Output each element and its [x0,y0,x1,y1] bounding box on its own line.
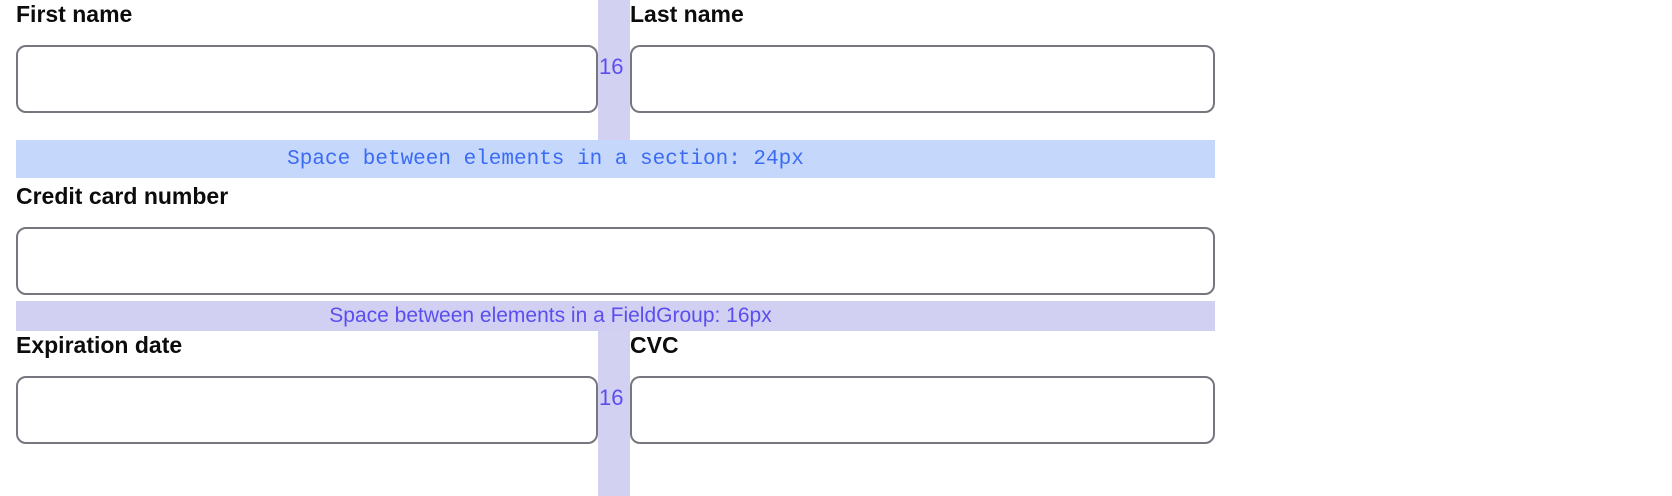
name-row-gap-value: 16 [599,54,624,79]
credit-card-number-field: Credit card number [0,182,1215,295]
first-name-label: First name [16,1,133,27]
last-name-input[interactable] [630,45,1215,113]
last-name-label: Last name [630,1,744,27]
expiration-date-input[interactable] [16,376,598,444]
section-spacing-annotation: Space between elements in a section: 24p… [16,140,1215,178]
expiry-row: Expiration date 16 CVC [0,331,1215,496]
credit-card-form: First name 16 Last name Space between el… [0,0,1215,496]
fieldgroup-spacing-label: Space between elements in a FieldGroup: … [329,304,772,327]
cvc-input[interactable] [630,376,1215,444]
first-name-input[interactable] [16,45,598,113]
section-spacing-label: Space between elements in a section: 24p… [287,147,804,171]
expiry-row-gap-indicator: 16 [598,331,630,496]
name-row-gap-indicator: 16 [598,0,630,140]
expiry-row-gap-value: 16 [599,385,624,410]
name-row: First name 16 Last name [0,0,1215,140]
credit-card-number-label: Credit card number [16,183,229,209]
cvc-field: CVC [630,331,1215,496]
last-name-field: Last name [630,0,1215,140]
credit-card-number-input[interactable] [16,227,1215,295]
expiration-date-label: Expiration date [16,332,183,358]
first-name-field: First name [0,0,598,140]
fieldgroup-spacing-annotation: Space between elements in a FieldGroup: … [16,301,1215,331]
expiration-date-field: Expiration date [0,331,598,496]
cvc-label: CVC [630,332,679,358]
